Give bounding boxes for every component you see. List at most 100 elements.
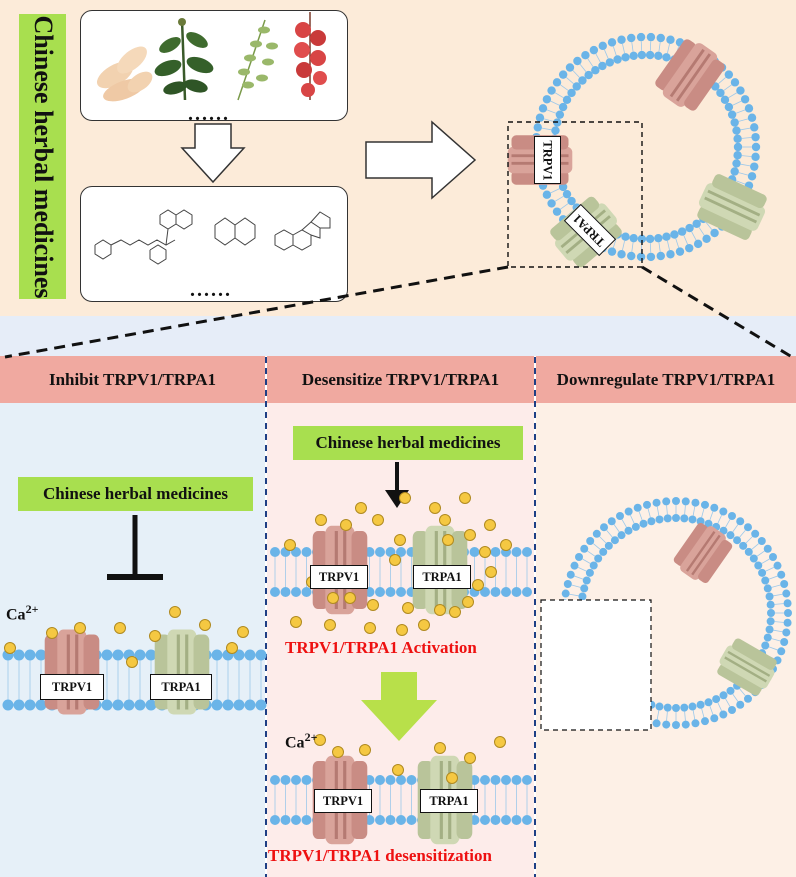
calcium-ion (434, 604, 446, 616)
calcium-ion (355, 502, 367, 514)
lipid-head (280, 775, 291, 785)
lipid-head (589, 45, 599, 55)
calcium-ion (359, 744, 371, 756)
lipid-head (580, 544, 589, 553)
calcium-ion (472, 579, 484, 591)
lipid-tail (622, 240, 625, 251)
lipid-head (716, 88, 725, 98)
lipid-head (396, 815, 406, 825)
lipid-tail (612, 46, 617, 56)
lipid-head (490, 775, 501, 785)
calcium-ion (485, 566, 497, 578)
lipid-head (562, 95, 572, 105)
lipid-head (654, 233, 663, 243)
lipid-head (522, 587, 532, 597)
lipid-head (592, 529, 601, 538)
lipid-head (396, 587, 406, 597)
lipid-head (565, 63, 575, 72)
lipid-head (704, 519, 713, 528)
lipid-head (604, 541, 613, 550)
lipid-head (24, 699, 36, 711)
lipid-tail (718, 77, 726, 85)
calcium-ion (324, 619, 336, 631)
inhibit-trpv1-protein (44, 629, 100, 715)
lipid-head (558, 70, 568, 79)
lipid-tail (705, 221, 713, 230)
lipid-head (624, 507, 633, 516)
calcium-ion (464, 529, 476, 541)
lipid-head (761, 641, 770, 650)
lipid-head (566, 570, 575, 579)
lipid-head (655, 515, 664, 524)
lipid-head (712, 695, 721, 704)
lipid-tail (735, 180, 746, 185)
lipid-head (704, 698, 713, 707)
calcium-ion (332, 746, 344, 758)
zoom-box (507, 121, 643, 268)
lipid-head (406, 815, 417, 825)
calcium-ion (367, 599, 379, 611)
lipid-head (490, 587, 501, 597)
desensitize-panel-background (267, 403, 534, 877)
lipid-head (522, 815, 532, 825)
more-herbs-ellipsis: ...... (188, 103, 230, 125)
lipid-tail (741, 137, 752, 139)
lipid-head (561, 589, 570, 598)
desensitized-trpa1-label: TRPA1 (420, 789, 478, 813)
lipid-head (656, 33, 665, 43)
lipid-head (501, 587, 511, 597)
lipid-head (270, 775, 280, 785)
lipid-head (573, 56, 582, 66)
lipid-head (375, 815, 385, 825)
activation-caption: TRPV1/TRPA1 Activation (285, 638, 477, 657)
lipid-head (763, 633, 772, 642)
lipid-head (780, 637, 789, 646)
lipid-tail (732, 693, 739, 702)
lipid-head (598, 61, 607, 71)
calcium-ion (237, 626, 249, 638)
lipid-head (501, 815, 511, 825)
mint-plant-image (154, 18, 214, 101)
lipid-head (627, 33, 636, 43)
lipid-head (617, 250, 626, 259)
lipid-tail (587, 58, 594, 67)
lipid-head (145, 699, 157, 711)
lipid-head (101, 699, 113, 711)
chemical-structures-box (80, 186, 348, 302)
lipid-tail (717, 702, 723, 712)
lipid-head (511, 815, 522, 825)
lipid-head (522, 775, 532, 785)
lipid-head (710, 503, 719, 512)
lipid-head (211, 699, 223, 711)
lipid-head (662, 497, 671, 506)
calcium-ion (315, 514, 327, 526)
lipid-head (291, 815, 301, 825)
lipid-head (480, 587, 490, 597)
lipid-tail (739, 688, 746, 696)
lipid-tail (574, 575, 584, 580)
lipid-head (783, 618, 792, 627)
lipid-head (385, 587, 396, 597)
lipid-head (747, 113, 757, 122)
lipid-head (145, 649, 157, 661)
lipid-head (680, 703, 689, 712)
calcium-ion (462, 596, 474, 608)
lipid-head (511, 547, 522, 557)
calcium-ion (114, 622, 126, 634)
lipid-tail (582, 558, 591, 564)
right-outline-arrow (365, 120, 477, 200)
lipid-head (624, 526, 633, 535)
desensitize-calcium-label: Ca2+ (285, 730, 318, 752)
lipid-head (688, 515, 697, 524)
lipid-tail (739, 530, 746, 538)
lipid-head (586, 537, 595, 546)
lipid-head (670, 230, 679, 239)
lipid-head (605, 58, 615, 67)
lipid-head (301, 775, 312, 785)
lipid-tail (773, 629, 783, 633)
lipid-tail (550, 188, 560, 194)
lipid-head (291, 587, 301, 597)
lipid-head (280, 815, 291, 825)
inhibit-trpv1-label: TRPV1 (40, 674, 104, 700)
lipid-tail (774, 621, 784, 623)
